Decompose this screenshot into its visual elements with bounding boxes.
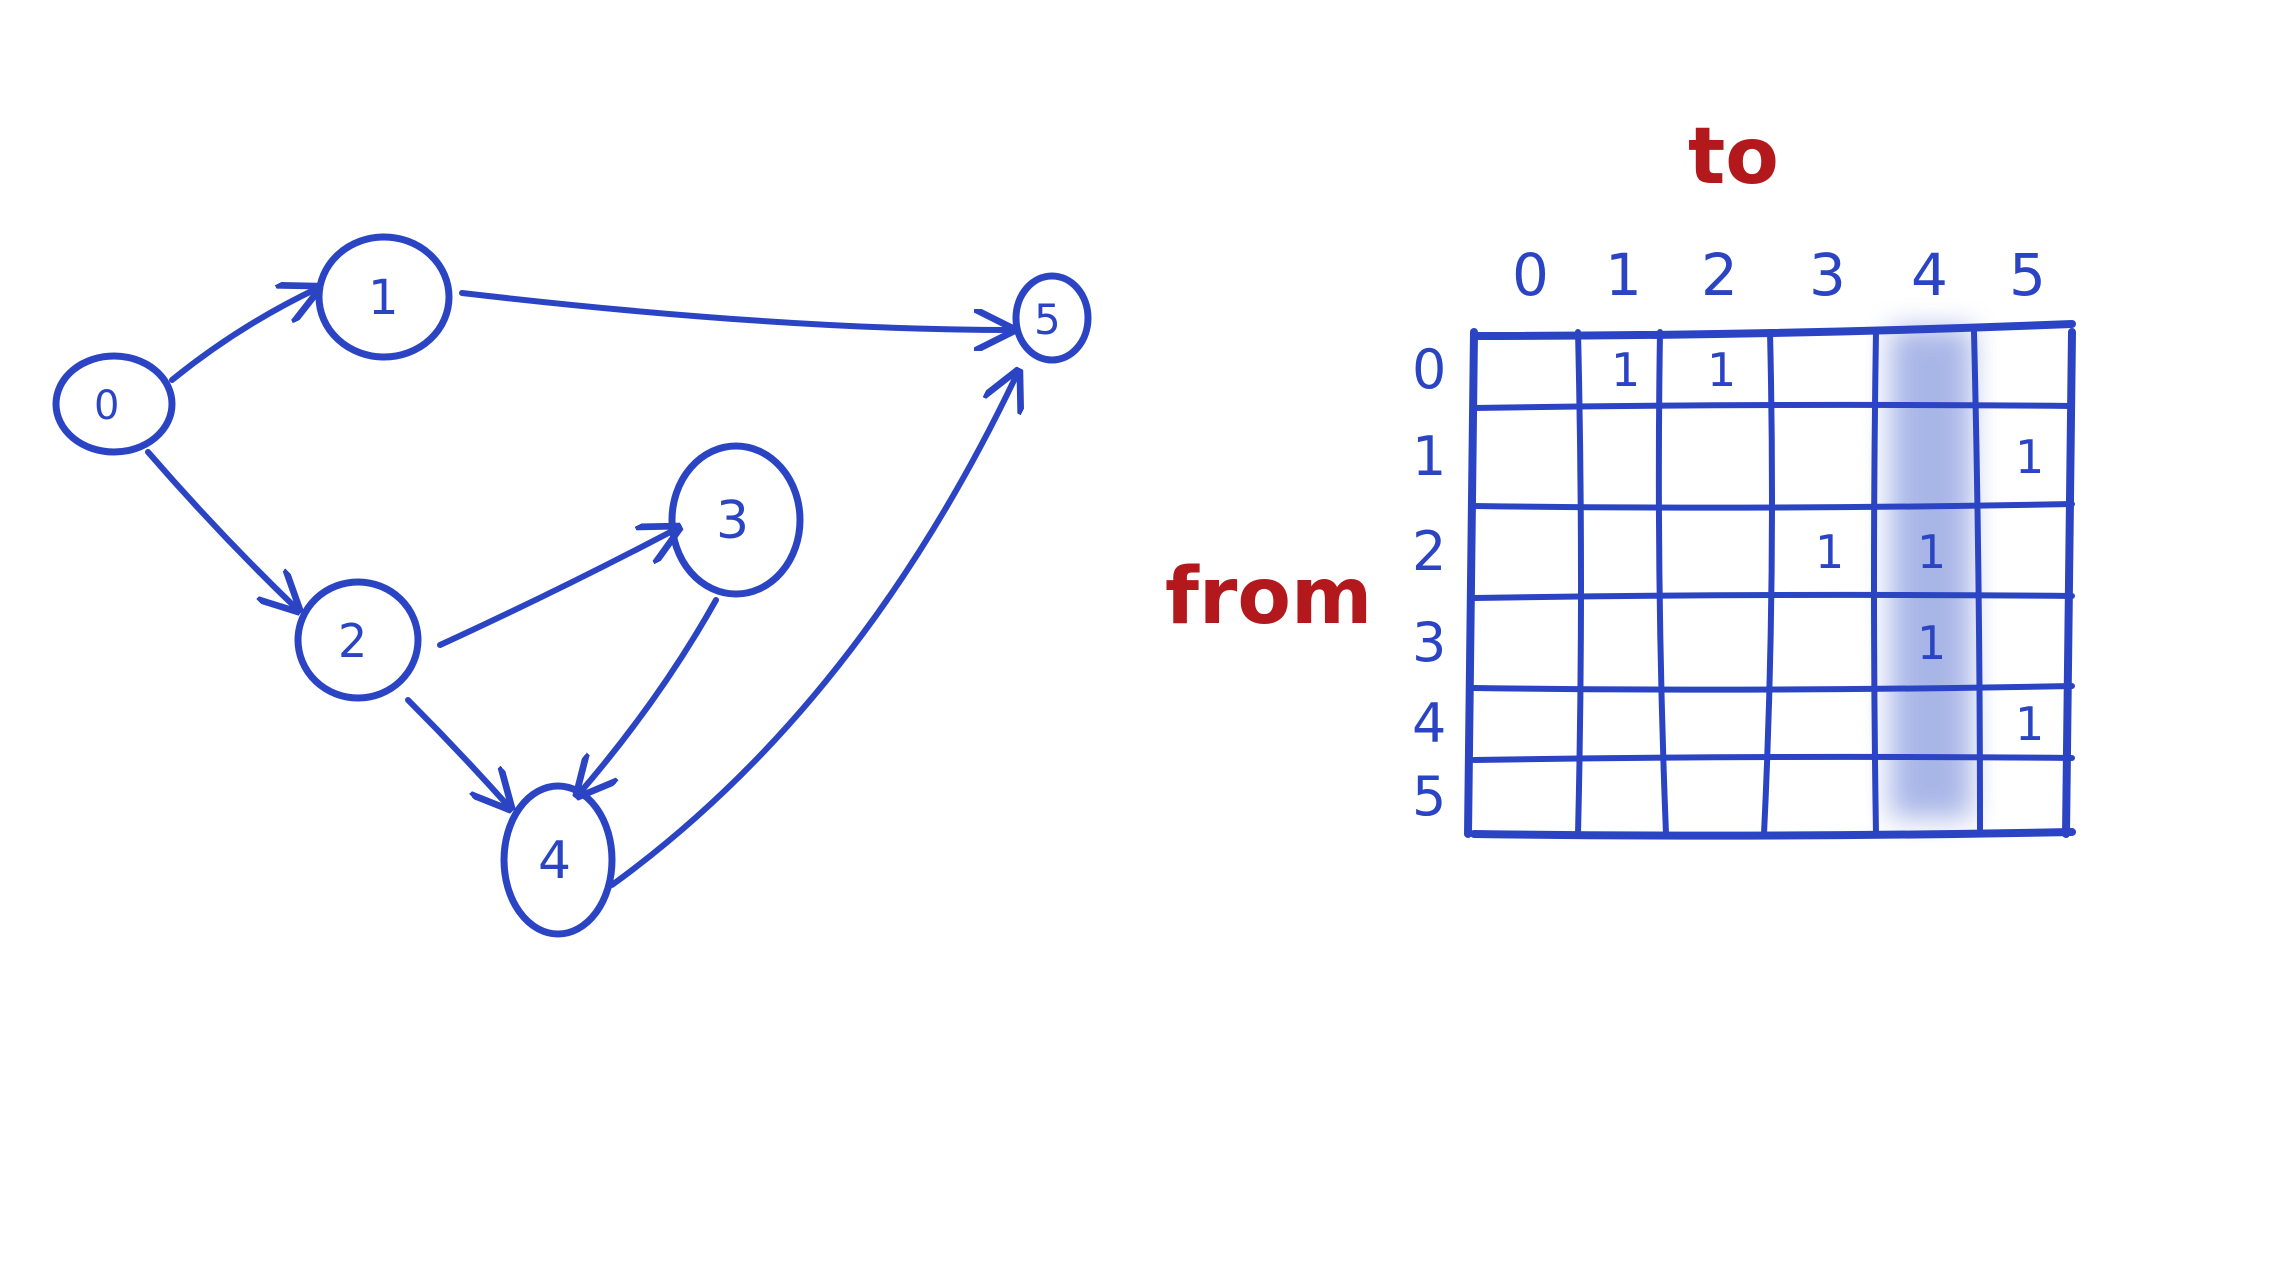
edge-0-1	[169, 288, 318, 383]
edge-2-3	[437, 528, 678, 648]
column-label-5: 5	[2009, 241, 2046, 309]
grid-horizontal-line	[1470, 828, 2076, 840]
grid-horizontal-line	[1471, 591, 2075, 601]
grid-vertical-line	[2062, 328, 2076, 838]
from-axis-title: from	[1165, 552, 1372, 642]
edge-0-2	[145, 449, 298, 610]
grid-vertical-line	[1575, 329, 1584, 837]
matrix-cell-value: 1	[1815, 525, 1844, 579]
matrix-cell-value: 1	[1707, 343, 1736, 397]
matrix-cell-value: 1	[2015, 697, 2044, 751]
directed-graph: 0 1 2 3 4 5	[52, 233, 1092, 938]
column-label-1: 1	[1605, 241, 1642, 309]
graph-node-1: 1	[315, 233, 453, 361]
matrix-cell-value: 1	[2015, 430, 2044, 484]
matrix-grid	[1464, 320, 2076, 840]
node-label: 5	[1034, 295, 1061, 344]
edge-1-5	[459, 290, 1012, 330]
graph-node-5: 5	[1012, 272, 1092, 364]
row-label-1: 1	[1412, 425, 1446, 488]
node-label: 4	[538, 831, 571, 891]
edge-2-4	[405, 697, 510, 808]
grid-horizontal-line	[1471, 753, 2075, 763]
grid-vertical-line	[1971, 329, 1983, 837]
matrix-cell-value: 1	[1917, 616, 1946, 670]
column-label-3: 3	[1809, 241, 1846, 309]
node-label: 0	[94, 383, 119, 429]
graph-node-4: 4	[500, 782, 616, 938]
grid-vertical-line	[1464, 328, 1478, 838]
node-label: 1	[368, 270, 399, 326]
row-label-4: 4	[1412, 692, 1446, 755]
row-label-5: 5	[1412, 765, 1446, 828]
matrix-row-labels: 0 1 2 3 4 5	[1412, 338, 1446, 828]
column-label-4: 4	[1911, 241, 1948, 309]
graph-node-0: 0	[52, 352, 176, 456]
graph-node-2: 2	[294, 578, 422, 702]
matrix-cell-value: 1	[1917, 525, 1946, 579]
to-axis-title: to	[1688, 112, 1779, 202]
column-label-0: 0	[1512, 241, 1549, 309]
grid-vertical-line	[1655, 329, 1669, 837]
grid-vertical-line	[1871, 329, 1879, 837]
graph-edges	[145, 288, 1018, 888]
highlighted-column-4	[1890, 328, 1972, 818]
grid-horizontal-line	[1470, 320, 2076, 340]
grid-vertical-line	[1761, 329, 1775, 837]
row-label-2: 2	[1412, 520, 1446, 583]
matrix-cell-values: 1 1 1 1 1 1 1	[1611, 343, 2044, 751]
grid-horizontal-line	[1471, 683, 2075, 693]
row-label-3: 3	[1412, 611, 1446, 674]
edge-3-4	[578, 597, 719, 795]
row-label-0: 0	[1412, 338, 1446, 401]
graph-node-3: 3	[668, 442, 804, 598]
edge-4-5	[609, 372, 1018, 888]
node-label: 2	[338, 614, 367, 668]
column-label-2: 2	[1701, 241, 1738, 309]
matrix-cell-value: 1	[1611, 343, 1640, 397]
grid-horizontal-line	[1471, 501, 2075, 511]
node-label: 3	[716, 491, 749, 551]
grid-horizontal-line	[1471, 401, 2075, 411]
